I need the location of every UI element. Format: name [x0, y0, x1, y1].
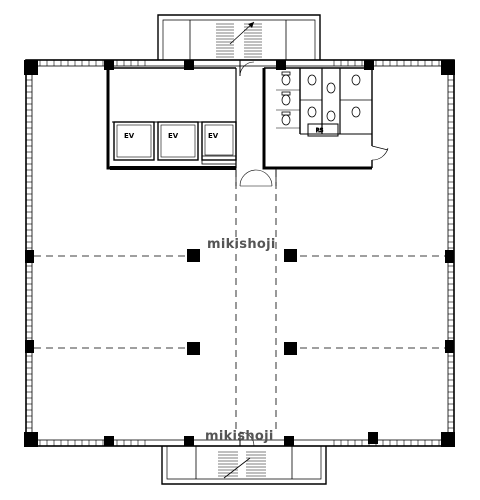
stair-top	[157, 14, 321, 60]
column-corner-tr	[441, 60, 455, 75]
stair-top-treads	[216, 23, 262, 58]
column-right-1	[445, 250, 454, 263]
column-corner-br	[441, 432, 455, 447]
corridor	[235, 60, 277, 447]
toilets	[281, 71, 361, 126]
column-interior-3	[187, 342, 200, 355]
dashed-grid	[34, 170, 445, 432]
column-top-3	[276, 60, 286, 70]
elevator-3: EV	[201, 121, 237, 165]
column-bottom-2	[184, 436, 194, 446]
column-interior-1	[187, 249, 200, 262]
column-top-4	[364, 60, 374, 70]
column-top-1	[104, 60, 114, 70]
elevator-1-label: EV	[124, 132, 135, 140]
column-left-1	[25, 250, 34, 263]
elevator-1: EV	[113, 121, 155, 161]
pipe-shaft-label: P.S	[316, 128, 323, 134]
column-bottom-4	[368, 432, 378, 444]
column-bottom-1	[104, 436, 114, 446]
column-right-2	[445, 340, 454, 353]
elevator-2-label: EV	[168, 132, 179, 140]
column-corner-bl	[24, 432, 38, 447]
window-mullions	[26, 60, 454, 446]
watermark-text-bottom: mikishoji	[205, 429, 274, 444]
restroom-block: P.S	[262, 67, 389, 170]
column-bottom-3	[284, 436, 294, 446]
column-left-2	[25, 340, 34, 353]
stair-bottom-treads	[218, 451, 266, 477]
column-top-2	[184, 60, 194, 70]
column-corner-tl	[24, 60, 38, 75]
column-interior-4	[284, 342, 297, 355]
stair-bottom	[161, 446, 327, 485]
elevator-2: EV	[157, 121, 199, 161]
watermark-text: mikishoji	[207, 237, 276, 252]
elevator-core	[106, 67, 237, 170]
column-interior-2	[284, 249, 297, 262]
elevator-3-label: EV	[208, 132, 219, 140]
columns	[24, 60, 455, 447]
exterior-walls	[25, 59, 455, 447]
